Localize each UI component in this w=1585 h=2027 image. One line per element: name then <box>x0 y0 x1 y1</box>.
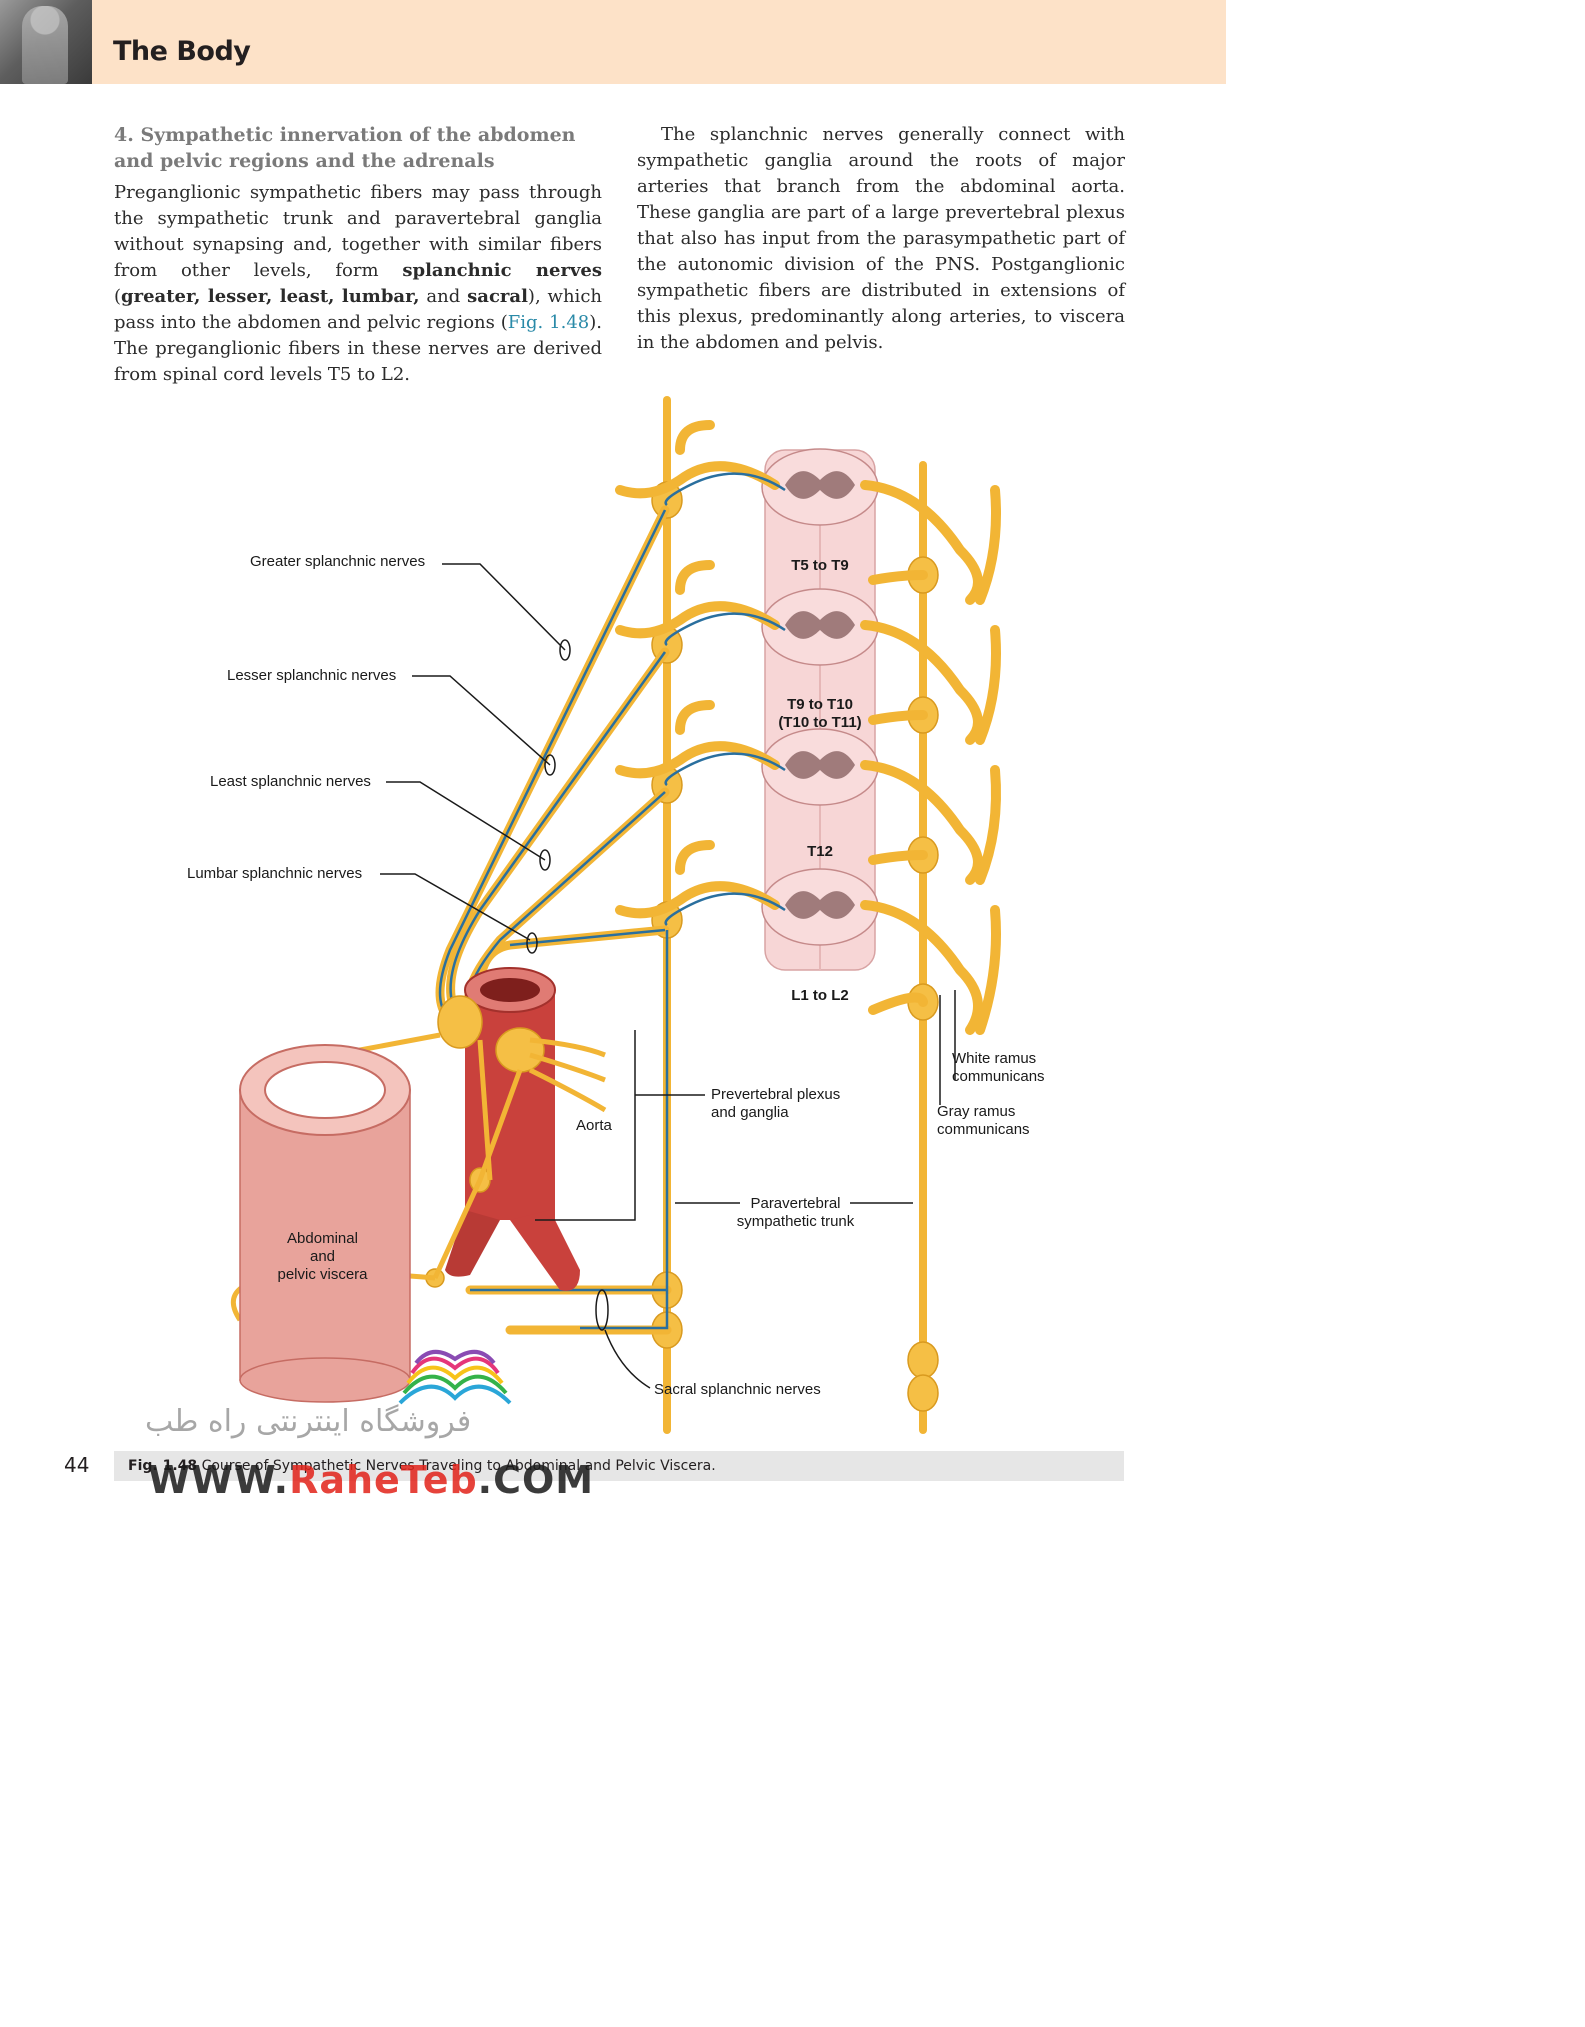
text-run: and <box>419 286 468 307</box>
label-viscera: Abdominal and pelvic viscera <box>277 1230 368 1283</box>
cord-sections <box>761 448 879 946</box>
text-run: Preganglionic sympathetic fibers may pas… <box>114 182 602 281</box>
bold-term: sacral <box>467 286 528 307</box>
url-part: WWW. <box>148 1458 290 1502</box>
leader-lines <box>380 563 956 1389</box>
spinal-nerves-right <box>860 480 1001 1035</box>
label-segment-t9-t10: T9 to T10 <box>787 696 853 713</box>
label-lumbar-splanchnic: Lumbar splanchnic nerves <box>187 865 363 882</box>
header-thumbnail-image <box>0 0 92 84</box>
text-run: ), which pass into the abdomen and pelvi… <box>114 286 602 333</box>
figure-reference-link[interactable]: Fig. 1.48 <box>507 312 590 333</box>
right-column: The splanchnic nerves generally connect … <box>637 122 1125 356</box>
paragraph-splanchnic: Preganglionic sympathetic fibers may pas… <box>114 180 602 388</box>
text-run: ( <box>114 286 122 307</box>
text-run: ). The preganglionic fibers in these ner… <box>114 312 602 385</box>
label-white-ramus: White ramus communicans <box>952 1050 1045 1085</box>
url-part: .COM <box>477 1458 595 1502</box>
section-title: The Body <box>113 36 251 67</box>
url-part: RaheTeb <box>289 1458 478 1502</box>
label-gray-ramus: Gray ramus communicans <box>937 1103 1030 1138</box>
figure-caption: Fig. 1.48 Course of Sympathetic Nerves T… <box>128 1458 716 1474</box>
page-number: 44 <box>64 1453 90 1477</box>
caption-bar <box>114 1451 1124 1481</box>
label-greater-splanchnic: Greater splanchnic nerves <box>250 553 426 570</box>
watermark-book-logo <box>398 1350 512 1405</box>
label-least-splanchnic: Least splanchnic nerves <box>210 773 371 790</box>
label-segment-l1-l2: L1 to L2 <box>791 987 849 1004</box>
label-sacral-splanchnic: Sacral splanchnic nerves <box>654 1381 821 1398</box>
label-segment-t10-t11: (T10 to T11) <box>778 714 862 731</box>
caption-prefix: Fig. 1.48 <box>128 1458 198 1474</box>
label-segment-t12: T12 <box>807 843 833 860</box>
caption-text: Course of Sympathetic Nerves Traveling t… <box>197 1458 716 1474</box>
label-paravertebral-trunk: Paravertebral sympathetic trunk <box>736 1195 855 1230</box>
figure-sympathetic-nerves: Greater splanchnic nerves Lesser splanch… <box>180 390 1080 1440</box>
abdominal-viscera <box>239 1044 411 1403</box>
bold-term: greater, lesser, least, lumbar, <box>121 286 420 307</box>
prevertebral-ganglia <box>425 995 545 1288</box>
page-header: The Body <box>0 0 1226 84</box>
nerve-rings <box>526 639 609 1331</box>
preganglionic-fibers <box>664 472 786 927</box>
paragraph-ganglia: The splanchnic nerves generally connect … <box>637 124 1125 353</box>
anatomy-diagram <box>230 396 1001 1434</box>
label-lesser-splanchnic: Lesser splanchnic nerves <box>227 667 397 684</box>
watermark-url: WWW.RaheTeb.COM <box>148 1458 594 1502</box>
label-prevertebral-plexus: Prevertebral plexus and ganglia <box>711 1086 841 1121</box>
label-segment-t5-t9: T5 to T9 <box>791 557 849 574</box>
spinal-nerves-left <box>615 420 780 919</box>
label-aorta: Aorta <box>576 1117 612 1134</box>
bold-term: splanchnic nerves <box>402 260 602 281</box>
watermark-arabic-text: فروشگاه اینترنتی راه طب <box>145 1404 472 1439</box>
body-figure-icon <box>22 6 68 84</box>
left-column: 4. Sympathetic innervation of the abdome… <box>114 122 602 388</box>
subheading: 4. Sympathetic innervation of the abdome… <box>114 124 576 172</box>
